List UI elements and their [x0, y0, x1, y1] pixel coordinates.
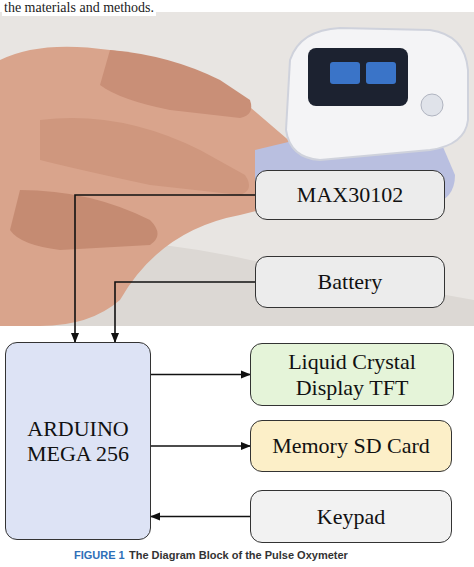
screen-reading	[330, 62, 360, 84]
node-label: Battery	[318, 269, 383, 294]
arrow-connector	[115, 282, 255, 342]
node-label: Liquid Crystal Display TFT	[259, 349, 445, 400]
finger	[40, 118, 249, 195]
display-box: Liquid Crystal Display TFT	[250, 343, 454, 406]
finger	[10, 190, 158, 250]
input-box: Keypad	[250, 490, 452, 543]
arrow-connector	[151, 445, 250, 447]
controller-box: ARDUINO MEGA 256	[5, 342, 151, 540]
node-label: Memory SD Card	[272, 433, 430, 458]
figure-caption: The Diagram Block of the Pulse Oxymeter	[129, 549, 348, 561]
power-box: Battery	[255, 256, 445, 308]
node-label: ARDUINO MEGA 256	[14, 416, 142, 467]
oximeter-body	[286, 28, 468, 160]
sensor-box: MAX30102	[255, 170, 445, 220]
photo-background	[0, 12, 474, 326]
cropped-text: the materials and methods.	[2, 0, 156, 16]
screen-reading	[366, 62, 396, 84]
arrow-connector	[75, 195, 255, 342]
arrow-connector	[151, 516, 250, 518]
finger	[100, 50, 251, 118]
oximeter-button	[421, 94, 443, 116]
storage-box: Memory SD Card	[250, 420, 452, 472]
figure-number: FIGURE 1	[74, 549, 125, 561]
oximeter-screen	[308, 48, 408, 106]
arrow-connector	[151, 374, 250, 376]
node-label: MAX30102	[297, 182, 403, 207]
node-label: Keypad	[317, 504, 385, 529]
